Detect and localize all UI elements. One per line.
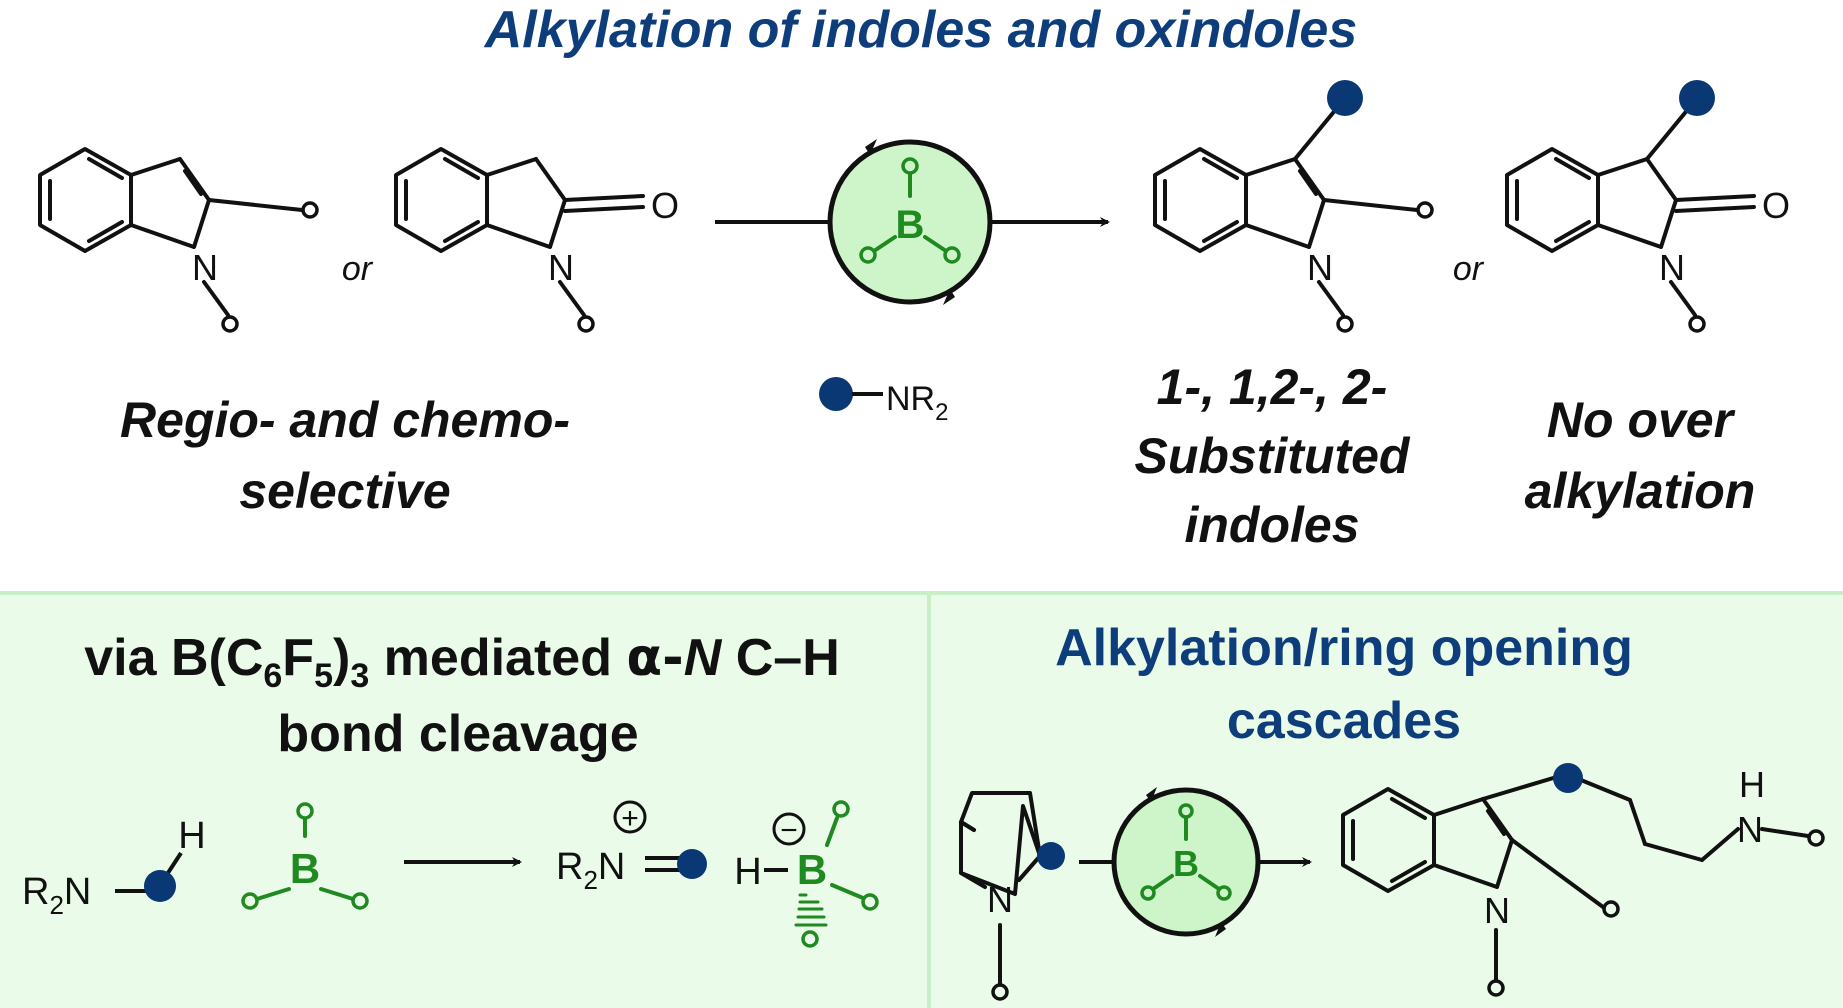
oxindole-product-alkyl-dot bbox=[1679, 80, 1715, 116]
ring-opened-product-N-indole: N bbox=[1484, 890, 1510, 931]
oxindole-product bbox=[1505, 106, 1756, 333]
borane-catalyst-cycle-small: B bbox=[1111, 787, 1261, 937]
amine-reagent: NR2 bbox=[819, 377, 948, 426]
page-title: Alkylation of indoles and oxindoles bbox=[483, 1, 1358, 59]
oxindole-reactant bbox=[394, 147, 645, 333]
ring-opened-product-NH-N: N bbox=[1737, 809, 1763, 850]
bottom-right-heading-line1: Alkylation/ring opening bbox=[1055, 619, 1633, 677]
pyrrolidine-reactant bbox=[959, 791, 1042, 1001]
iminium-plus-charge: + bbox=[621, 802, 639, 835]
borane-reagent: B bbox=[241, 802, 369, 910]
label-regio-line1: Regio- and chemo- bbox=[120, 392, 570, 448]
iminium-ion: R2N + bbox=[556, 800, 707, 895]
label-noover-line2: alkylation bbox=[1525, 463, 1756, 519]
oxindole-product-N: N bbox=[1659, 247, 1685, 288]
label-subst-line1: 1-, 1,2-, 2- bbox=[1157, 359, 1388, 415]
borate-minus-charge: − bbox=[780, 814, 798, 847]
or-left: or bbox=[342, 250, 374, 288]
indole-reactant-N: N bbox=[192, 247, 218, 288]
ring-opened-product bbox=[1341, 774, 1825, 997]
pyrrolidine-N: N bbox=[987, 879, 1013, 920]
oxindole-product-O: O bbox=[1762, 185, 1790, 226]
alpha-amine: R2N H bbox=[22, 815, 206, 920]
indole-reactant bbox=[38, 147, 319, 333]
reagent-formula: NR2 bbox=[886, 380, 948, 426]
catalyst-boron-atom: B bbox=[896, 203, 925, 247]
borohydride-anion: H − B bbox=[734, 800, 879, 948]
svg-text:R2N: R2N bbox=[22, 871, 91, 920]
borane-boron-atom: B bbox=[290, 845, 320, 892]
indole-product bbox=[1153, 106, 1434, 333]
iminium-carbon-dot bbox=[677, 849, 707, 879]
alpha-carbon-dot bbox=[144, 870, 176, 902]
bottom-left-heading-line1: via B(C6F5)3 mediated α-N C–H bbox=[84, 628, 840, 695]
borate-boron-atom: B bbox=[797, 846, 827, 893]
alpha-hydrogen: H bbox=[178, 815, 205, 857]
bottom-left-heading-line2: bond cleavage bbox=[277, 705, 638, 763]
svg-text:R2N: R2N bbox=[556, 846, 625, 895]
oxindole-reactant-O: O bbox=[651, 185, 679, 226]
bottom-right-panel bbox=[930, 592, 1843, 1008]
label-regio-line2: selective bbox=[239, 463, 450, 519]
indole-product-alkyl-dot bbox=[1327, 80, 1363, 116]
or-right: or bbox=[1453, 250, 1485, 288]
pyrrolidine-alpha-dot bbox=[1037, 842, 1065, 870]
hydride-H: H bbox=[734, 851, 761, 893]
label-subst-line2: Substituted bbox=[1135, 428, 1411, 484]
borane-catalyst-cycle: B bbox=[827, 139, 993, 305]
ring-opened-product-NH-H: H bbox=[1739, 764, 1765, 805]
product-alkyl-dot bbox=[1553, 763, 1583, 793]
alkyl-group-dot bbox=[819, 377, 853, 411]
indole-product-N: N bbox=[1307, 247, 1333, 288]
bottom-left-panel bbox=[0, 592, 928, 1008]
small-catalyst-boron-atom: B bbox=[1173, 843, 1199, 884]
bottom-right-heading-line2: cascades bbox=[1227, 692, 1461, 750]
oxindole-reactant-N: N bbox=[548, 247, 574, 288]
label-noover-line1: No over bbox=[1547, 392, 1736, 448]
label-subst-line3: indoles bbox=[1184, 497, 1359, 553]
